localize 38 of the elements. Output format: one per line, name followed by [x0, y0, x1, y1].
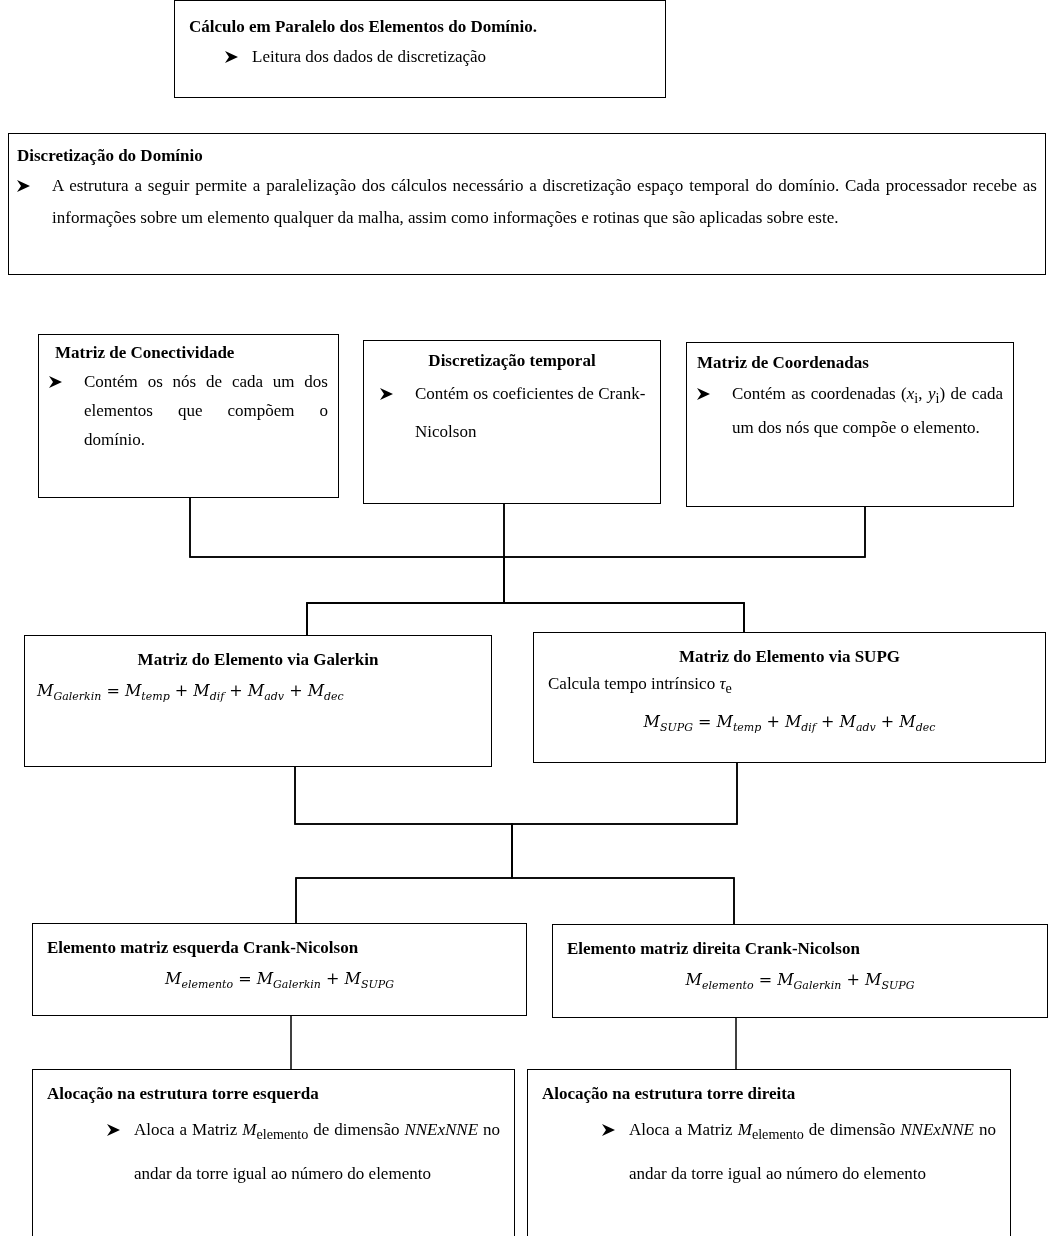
heading: Matriz de Coordenadas — [697, 352, 870, 374]
description-text: Calcula tempo intrínsico τ$_{e}$ — [548, 673, 733, 699]
bullet-text: Contém as coordenadas (x$_{i}$, y$_{i}$) de cada um dos nós que compõe o elemento. — [732, 383, 1003, 440]
heading: Elemento matriz esquerda Crank-Nicolson — [47, 937, 360, 959]
process-box — [32, 923, 527, 1016]
bullet-text: Leitura dos dados de discretização — [252, 46, 487, 68]
bullet-text: Contém os coeficientes de Crank-Nicolson — [415, 383, 647, 443]
heading: Elemento matriz direita Crank-Nicolson — [567, 938, 861, 960]
process-box — [38, 334, 339, 498]
formula: M$_{SUPG}$ = M$_{temp}$ + M$_{dif}$ + M$_{adv}$ + M$_{dec}$ — [642, 711, 937, 737]
process-box — [533, 632, 1046, 763]
process-box — [363, 340, 661, 504]
formula: M$_{elemento}$ = M$_{Galerkin}$ + M$_{SUPG}$ — [164, 968, 395, 994]
process-box — [552, 924, 1048, 1018]
heading: Alocação na estrutura torre direita — [542, 1083, 797, 1105]
formula: M$_{Galerkin}$ = M$_{temp}$ + M$_{dif}$ + M$_{adv}$ + M$_{dec}$ — [37, 680, 345, 706]
bullet-text: A estrutura a seguir permite a paralelização dos cálculos necessário a discretização espaço temporal do domínio. Cada processador recebe as informações sobre um elemento qualquer da malha, assim como informações e rotinas que são aplicadas sobre este. — [52, 175, 1037, 229]
process-box — [174, 0, 666, 98]
heading: Matriz do Elemento via Galerkin — [136, 649, 380, 671]
heading: Matriz de Conectividade — [54, 342, 236, 364]
heading: Discretização do Domínio — [17, 145, 204, 167]
bullet-text: Aloca a Matriz M$_{elemento}$ de dimensão NNExNNE no andar da torre igual ao número do elemento — [629, 1119, 996, 1186]
connector-line — [290, 1015, 292, 1070]
process-box — [8, 133, 1046, 275]
heading: Alocação na estrutura torre esquerda — [47, 1083, 320, 1105]
bullet-text: Contém os nós de cada um dos elementos que compõem o domínio. — [84, 371, 328, 451]
heading: Matriz do Elemento via SUPG — [678, 646, 901, 668]
process-box — [527, 1069, 1011, 1236]
heading: Cálculo em Paralelo dos Elementos do Domínio. — [189, 16, 538, 38]
connector-line — [735, 1017, 737, 1070]
connector-line — [511, 762, 738, 925]
formula: M$_{elemento}$ = M$_{Galerkin}$ + M$_{SUPG}$ — [684, 969, 916, 995]
connector-line — [503, 506, 866, 633]
process-box — [24, 635, 492, 767]
process-box — [686, 342, 1014, 507]
process-box — [32, 1069, 515, 1236]
heading: Discretização temporal — [427, 350, 597, 372]
bullet-text: Aloca a Matriz M$_{elemento}$ de dimensão NNExNNE no andar da torre igual ao número do elemento — [134, 1119, 500, 1186]
